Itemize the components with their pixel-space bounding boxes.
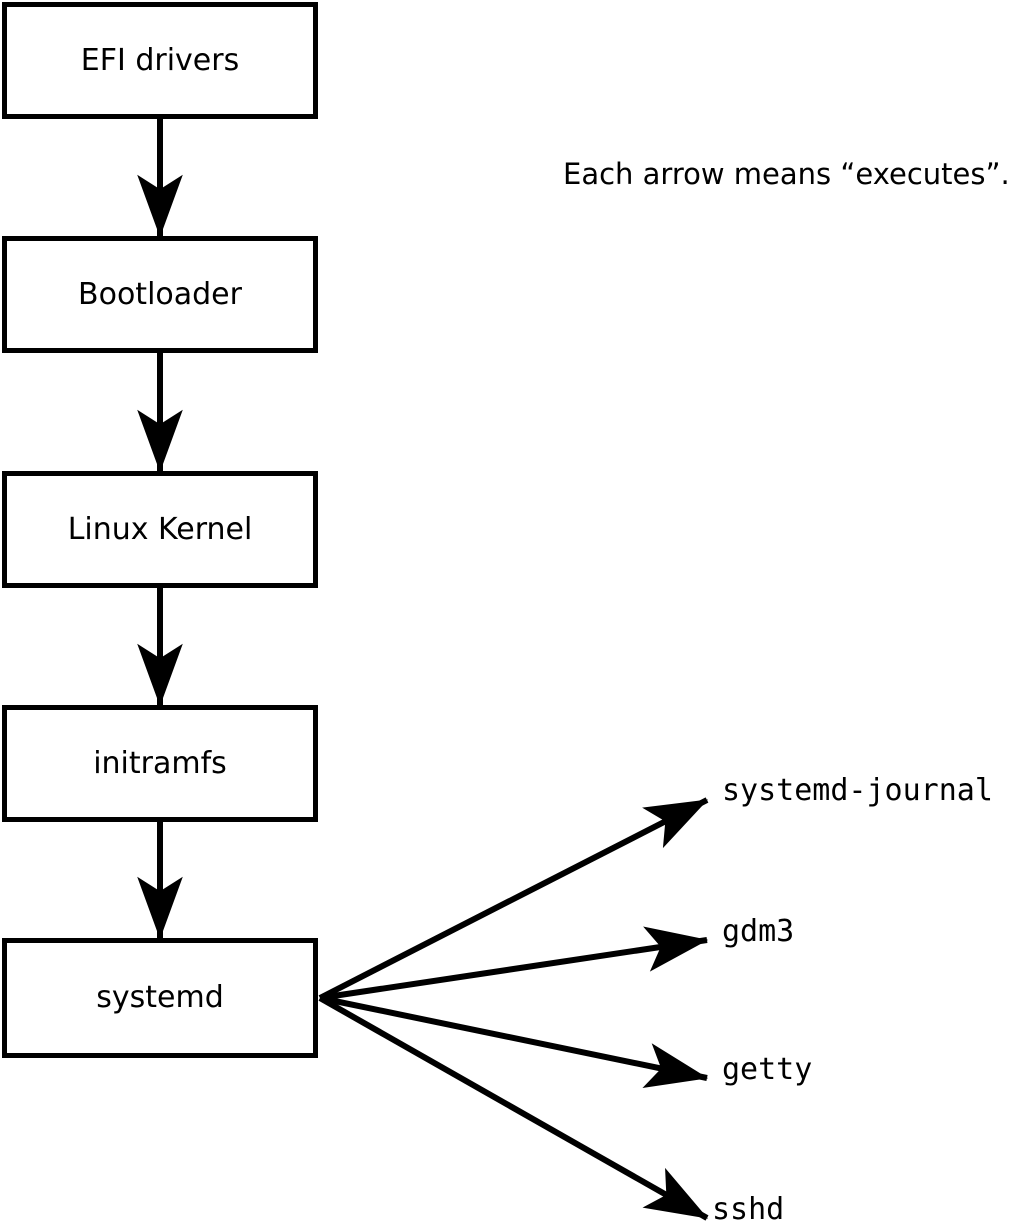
stage-label-linux-kernel: Linux Kernel: [67, 511, 253, 547]
arrow-systemd-to-systemd-journal: [318, 797, 709, 1001]
stage-box-linux-kernel[interactable]: Linux Kernel: [2, 471, 318, 588]
stage-box-initramfs[interactable]: initramfs: [2, 705, 318, 822]
stage-box-efi-drivers[interactable]: EFI drivers: [2, 2, 318, 119]
stage-label-initramfs: initramfs: [93, 745, 227, 781]
stage-box-bootloader[interactable]: Bootloader: [2, 236, 318, 353]
service-label-sshd: sshd: [712, 1192, 785, 1227]
arrow-legend-caption: Each arrow means “executes”.: [563, 157, 1010, 191]
arrow-systemd-to-getty: [319, 995, 709, 1088]
stage-box-systemd[interactable]: systemd: [2, 938, 318, 1058]
service-label-gdm3: gdm3: [722, 914, 795, 949]
systemd-services-arrow-group: [318, 797, 709, 1221]
arrow-systemd-to-sshd: [318, 995, 709, 1221]
arrow-systemd-to-gdm3: [319, 926, 709, 1001]
service-label-getty: getty: [722, 1052, 813, 1087]
stage-label-efi-drivers: EFI drivers: [80, 42, 240, 78]
stage-label-systemd: systemd: [96, 980, 224, 1015]
stage-label-bootloader: Bootloader: [78, 276, 242, 312]
service-label-systemd-journal: systemd-journal: [722, 773, 993, 808]
